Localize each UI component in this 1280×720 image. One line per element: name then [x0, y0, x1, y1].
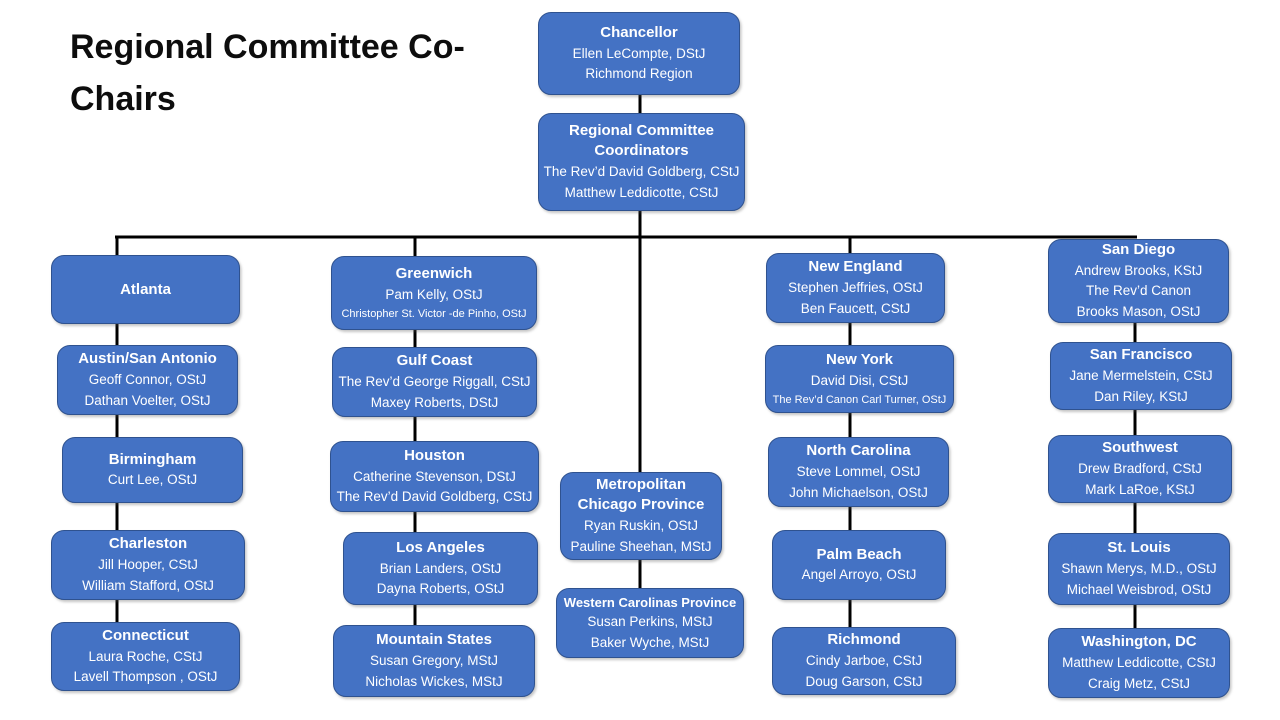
member-name: Curt Lee, OStJ: [107, 472, 198, 488]
member-name: Drew Bradford, CStJ: [1078, 461, 1202, 477]
member-name: The Rev’d Canon: [1085, 283, 1192, 299]
member-name: Michael Weisbrod, OStJ: [1066, 581, 1212, 597]
box-title: Western Carolinas Province: [563, 594, 737, 610]
box-title: Mountain States: [376, 631, 492, 649]
box-title: Gulf Coast: [396, 352, 473, 370]
member-name: Andrew Brooks, KStJ: [1074, 262, 1203, 278]
box-title: Washington, DC: [1081, 633, 1197, 651]
member-name: Shawn Merys, M.D., OStJ: [1061, 561, 1217, 576]
member-name: Susan Gregory, MStJ: [369, 653, 499, 668]
box-title: St. Louis: [1107, 539, 1171, 557]
box-title: Metropolitan Chicago Province: [577, 476, 705, 514]
member-name: Dathan Voelter, OStJ: [84, 392, 211, 408]
box-title: San Diego: [1101, 240, 1176, 258]
member-name: Cindy Jarboe, CStJ: [805, 653, 923, 669]
member-name: Steve Lommel, OStJ: [796, 464, 921, 480]
member-name: Susan Perkins, MStJ: [587, 613, 713, 629]
member-name: Richmond Region: [585, 66, 693, 82]
member-name: John Michaelson, OStJ: [789, 484, 928, 500]
member-name: Geoff Connor, OStJ: [88, 372, 207, 388]
box-title: Los Angeles: [396, 538, 485, 556]
box-title: Richmond: [827, 631, 901, 649]
box-title: Charleston: [108, 535, 188, 553]
member-name: Ellen LeCompte, DStJ: [572, 45, 706, 61]
member-name: Baker Wyche, MStJ: [590, 634, 710, 650]
box-title: Atlanta: [120, 280, 171, 298]
box-title: Birmingham: [108, 450, 197, 468]
org-box-atlanta: Atlanta: [51, 255, 240, 324]
box-title: Palm Beach: [816, 545, 902, 563]
member-name: Pauline Sheehan, MStJ: [570, 538, 712, 554]
box-title: Regional Committee Coordinators: [568, 122, 715, 160]
box-title: New England: [808, 258, 903, 276]
member-name: Christopher St. Victor -de Pinho, OStJ: [341, 307, 527, 320]
member-name: Craig Metz, CStJ: [1087, 675, 1191, 691]
member-name: Ryan Ruskin, OStJ: [583, 517, 699, 533]
member-name: Ben Faucett, CStJ: [800, 300, 911, 316]
box-title: North Carolina: [806, 442, 911, 460]
member-name: Maxey Roberts, DStJ: [370, 394, 499, 410]
box-title: Chancellor: [600, 23, 678, 41]
slide-title: Regional Committee Co-Chairs: [70, 28, 465, 118]
member-name: Matthew Leddicotte, CStJ: [564, 184, 719, 200]
member-name: Jane Mermelstein, CStJ: [1069, 368, 1213, 384]
box-title: Connecticut: [102, 626, 189, 644]
member-name: Angel Arroyo, OStJ: [801, 567, 917, 583]
member-name: Dayna Roberts, OStJ: [376, 581, 505, 597]
member-name: Mark LaRoe, KStJ: [1085, 481, 1195, 497]
member-name: Dan Riley, KStJ: [1094, 388, 1188, 404]
member-name: Catherine Stevenson, DStJ: [353, 468, 516, 484]
member-name: David Disi, CStJ: [810, 372, 909, 388]
box-title: Southwest: [1102, 439, 1178, 457]
member-name: William Stafford, OStJ: [82, 577, 214, 593]
member-name: Brooks Mason, OStJ: [1076, 304, 1201, 320]
member-name: Laura Roche, CStJ: [88, 648, 203, 664]
member-name: Pam Kelly, OStJ: [385, 286, 483, 302]
org-box-washington-dc: Washington, DC Matthew Leddicotte, CStJ Cr…: [1048, 628, 1230, 698]
box-title: Houston: [404, 446, 465, 464]
box-title: San Francisco: [1089, 346, 1193, 364]
member-name: Lavell Thompson , OStJ: [73, 669, 218, 685]
box-title: Austin/San Antonio: [78, 350, 217, 368]
member-name: The Rev’d Canon Carl Turner, OStJ: [772, 393, 947, 406]
box-title: Greenwich: [395, 264, 473, 282]
member-name: Matthew Leddicotte, CStJ: [1062, 655, 1216, 671]
member-name: The Rev’d David Goldberg, CStJ: [543, 163, 740, 179]
member-name: Brian Landers, OStJ: [379, 560, 502, 576]
member-name: Stephen Jeffries, OStJ: [788, 280, 923, 296]
member-name: The Rev’d David Goldberg, CStJ: [336, 489, 533, 505]
member-name: Doug Garson, CStJ: [805, 673, 923, 689]
box-title: New York: [826, 350, 893, 368]
member-name: Nicholas Wickes, MStJ: [365, 673, 503, 689]
member-name: The Rev’d George Riggall, CStJ: [338, 374, 531, 390]
member-name: Jill Hooper, CStJ: [98, 557, 198, 573]
